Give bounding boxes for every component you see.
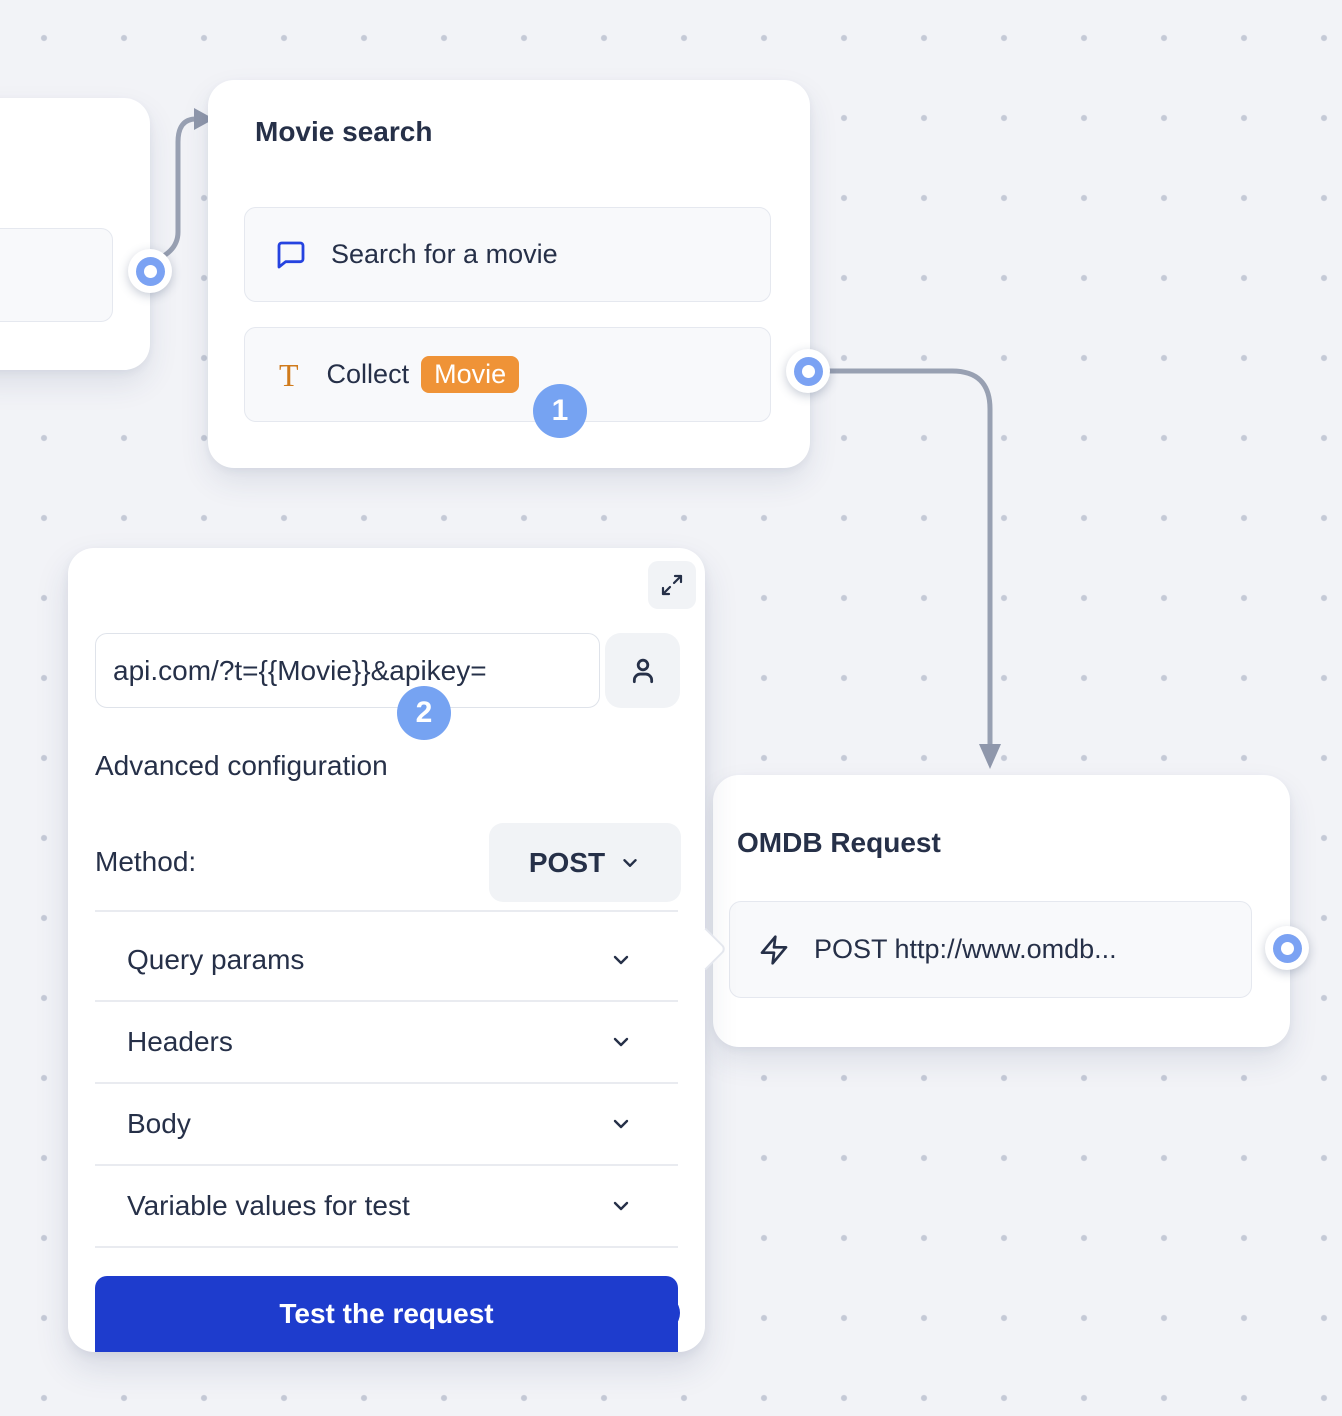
output-connector-movie-search[interactable] [786,349,830,393]
section-label: Headers [127,1026,233,1057]
divider [95,910,678,912]
connector-ring [1272,933,1302,963]
question-block-item[interactable]: Search for a movie [244,207,771,302]
section-label: Query params [127,944,305,975]
section-query-params[interactable]: Query params [95,920,678,1000]
person-icon [627,655,659,687]
movie-search-node[interactable]: Movie search Search for a movie T Collec… [208,80,810,468]
step-badge-1: 1 [533,384,587,438]
text-type-icon: T [279,356,299,393]
url-input-value: api.com/?t={{Movie}}&apikey= [113,654,487,686]
edge-left-to-movie [149,116,199,265]
connector-hole [1280,941,1294,955]
partial-node-item[interactable] [0,228,113,322]
expand-icon [660,573,684,597]
divider [95,1246,678,1248]
divider [95,1164,678,1166]
expand-button[interactable] [648,561,696,609]
assign-user-button[interactable] [605,633,680,708]
connector-ring [135,256,165,286]
node-title: Movie search [255,116,433,147]
method-value: POST [528,846,606,878]
arrowhead-down-icon [979,744,1001,769]
section-label: Variable values for test [127,1190,410,1221]
edge-movie-to-omdb [821,368,993,749]
chevron-down-icon [609,948,633,972]
connector-hole [143,264,157,278]
chevron-down-icon [609,1030,633,1054]
webhook-block-item[interactable]: POST http://www.omdb... [729,901,1252,998]
variable-badge: Movie [421,356,520,393]
section-variable-values[interactable]: Variable values for test [95,1166,678,1246]
divider [95,1000,678,1002]
chat-bubble-icon [275,239,307,271]
url-input[interactable]: api.com/?t={{Movie}}&apikey= [95,633,600,708]
lightning-icon [758,934,790,966]
section-headers[interactable]: Headers [95,1002,678,1082]
output-connector-omdb[interactable] [1265,926,1309,970]
divider [95,1082,678,1084]
partial-node-card[interactable] [0,98,150,370]
chevron-down-icon [619,852,641,874]
advanced-configuration-label: Advanced configuration [95,750,388,781]
webhook-block-label: POST http://www.omdb... [814,934,1117,964]
node-title: OMDB Request [737,827,941,858]
section-label: Body [127,1108,191,1139]
webhook-editor-panel[interactable]: api.com/?t={{Movie}}&apikey= Advanced co… [68,548,705,1352]
chevron-down-icon [609,1112,633,1136]
step-badge-2: 2 [397,686,451,740]
output-connector-partial-node[interactable] [128,249,172,293]
method-dropdown[interactable]: POST [489,823,681,902]
connector-hole [801,364,815,378]
arrowhead-right-icon [194,108,214,130]
method-label: Method: [95,846,197,877]
chevron-down-icon [609,1194,633,1218]
question-block-label: Search for a movie [331,239,558,269]
connector-ring [793,356,823,386]
omdb-request-node[interactable]: OMDB Request POST http://www.omdb... [713,775,1290,1047]
test-request-button[interactable]: Test the request [95,1276,678,1352]
section-body[interactable]: Body [95,1084,678,1164]
